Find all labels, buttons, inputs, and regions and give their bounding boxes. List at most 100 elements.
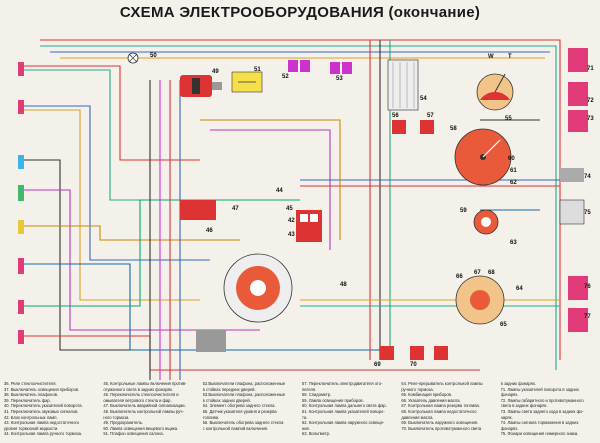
callout-53: 53	[336, 76, 343, 82]
legend-entry: 60. Контрольная лампа дальнего света фар…	[301, 403, 387, 409]
wiper-switch-46	[180, 200, 226, 352]
legend-entry: фонарях.	[500, 425, 519, 431]
legend-entry: 54. Элемент обогрева заднего стекла.	[202, 403, 276, 409]
callout-74: 74	[584, 174, 591, 180]
instrument-lamp-59	[473, 209, 499, 235]
gauge-cluster-65	[455, 275, 505, 325]
callout-46: 46	[206, 228, 213, 234]
legend-entry: в стойках передних дверей.	[202, 386, 256, 392]
callout-45: 45	[286, 206, 293, 212]
callout-55: 55	[505, 116, 512, 122]
callout-77: 77	[584, 314, 591, 320]
callout-43: 43	[288, 232, 295, 238]
legend-entry: 52.Выключатели плафона, расположенные	[202, 381, 286, 386]
legend-entry: ручного тормоза.	[401, 386, 434, 392]
callout-52: 52	[282, 74, 289, 80]
callout-57: 57	[427, 113, 434, 119]
wire-harness	[24, 39, 561, 380]
legend-entry: пителя.	[301, 386, 317, 392]
callout-70: 70	[410, 362, 417, 368]
legend-entry: 65. Комбинация приборов.	[401, 392, 452, 398]
legend-entry: 70. Выключатель противотуманного света	[401, 425, 482, 431]
callout-48: 48	[340, 282, 347, 288]
legend-entry: 41. Переключатель звуковых сигналов.	[4, 408, 79, 414]
callout-66: 66	[456, 274, 463, 280]
callout-49: 49	[212, 69, 219, 75]
legend-entry: 47. Выключатель аварийной сигнализации.	[103, 403, 186, 409]
legend-entry: в стойках задних дверей.	[202, 397, 251, 403]
legend-entry: 38. Выключатель плафонов.	[4, 392, 59, 398]
legend-entry: 68. Контрольная лампа недостаточного	[401, 408, 477, 414]
callout-42: 42	[288, 218, 295, 224]
callout-63: 63	[510, 240, 517, 246]
legend-entry: 43. Контрольная лампа недостаточного	[4, 420, 80, 426]
legend-entry: 71. Лампы указателей поворота в задних	[500, 386, 579, 392]
legend-entry: 67. Контрольная лампа резерва топлива.	[401, 403, 480, 409]
callout-61: 61	[510, 168, 517, 174]
callout-68: 68	[488, 270, 495, 276]
legend-entry: та.	[301, 414, 308, 420]
fuse-block-49	[180, 75, 222, 97]
rear-window-heater-54	[387, 59, 419, 111]
bottom-switches	[380, 346, 448, 360]
legend-entry: света в задних фонарях.	[500, 403, 548, 409]
legend-entry: топлива.	[202, 414, 220, 420]
legend-entry: 42. Блок контрольных ламп.	[4, 414, 58, 420]
glovebox-lamp-50	[127, 52, 139, 64]
legend: 36. Реле стеклоочистителя.37. Выключател…	[4, 381, 596, 441]
callout-44: 44	[276, 188, 283, 194]
legend-entry: 63. Вольтметр.	[301, 431, 331, 437]
legend-entry: 69. Выключатель наружного освещения.	[401, 420, 479, 426]
callout-75: 75	[584, 210, 591, 216]
legend-entry: 56. Выключатель обогрева заднего стекла	[202, 420, 284, 426]
switch-pair-56-57	[392, 120, 434, 134]
callout-T: T	[508, 54, 512, 60]
legend-entry: в задних фонарях.	[500, 381, 537, 386]
legend-entry: 53.Выключатели плафона, расположенные	[202, 392, 286, 398]
legend-entry: 73. Лампы света заднего хода в задних фо…	[500, 408, 584, 414]
legend-entry: давления масла.	[401, 414, 434, 420]
legend-entry: 40. Переключатель указателей поворота.	[4, 403, 83, 409]
callout-56: 56	[392, 113, 399, 119]
callout-72: 72	[587, 98, 594, 104]
legend-entry: 57. Переключатель электродвигателя ото-	[301, 381, 383, 386]
speedometer-58	[454, 128, 512, 186]
legend-entry: 36. Реле стеклоочистителя.	[4, 381, 57, 386]
callout-54: 54	[420, 96, 427, 102]
callout-64: 64	[516, 286, 523, 292]
legend-entry: ного тормоза.	[103, 414, 130, 420]
callout-73: 73	[587, 116, 594, 122]
legend-entry: 59. Лампа освещения приборов.	[301, 397, 364, 403]
legend-entry: 48. Выключатель контрольной лампы руч-	[103, 408, 184, 414]
callout-69: 69	[374, 362, 381, 368]
lamp-block-42	[296, 210, 322, 242]
legend-column: 45. Контрольные лампы включения против-о…	[103, 381, 198, 441]
legend-column: в задних фонарях.71. Лампы указателей по…	[501, 381, 596, 441]
callout-67: 67	[474, 270, 481, 276]
legend-entry: 37. Выключатель освещения приборов.	[4, 386, 80, 392]
legend-entry: 61. Контрольная лампа указателей поворо-	[301, 408, 385, 414]
callout-W: W	[488, 54, 494, 60]
fuel-sender-55	[476, 73, 514, 111]
legend-entry: фонарях.	[500, 392, 519, 398]
legend-entry: уровня тормозной жидкости.	[4, 425, 59, 431]
callout-76: 76	[584, 284, 591, 290]
callout-47: 47	[232, 206, 239, 212]
legend-entry: 46. Переключатель стеклоочистителя и	[103, 392, 179, 398]
legend-entry: 72. Лампы габаритного и противотуманного	[500, 397, 584, 403]
legend-entry: 58. Спидометр.	[301, 392, 332, 398]
interior-light-51	[231, 71, 263, 93]
legend-column: 57. Переключатель электродвигателя ото-п…	[302, 381, 397, 441]
callout-58: 58	[450, 126, 457, 132]
callout-71: 71	[587, 66, 594, 72]
callout-65: 65	[500, 322, 507, 328]
callout-62: 62	[510, 180, 517, 186]
legend-entry: омывателя ветрового стекла и фар.	[103, 397, 172, 403]
callout-51: 51	[254, 67, 261, 73]
legend-entry: 49. Предохранитель.	[103, 420, 143, 426]
diagram-title: СХЕМА ЭЛЕКТРООБОРУДОВАНИЯ (окончание)	[119, 4, 481, 21]
right-connectors	[559, 48, 588, 332]
